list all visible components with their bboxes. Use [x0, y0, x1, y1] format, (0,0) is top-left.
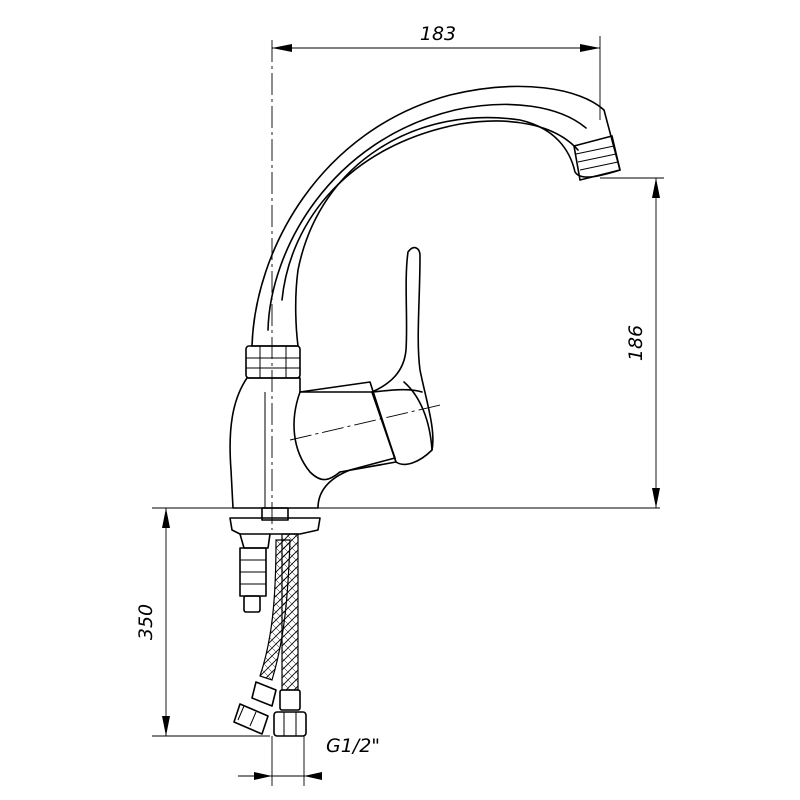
spout-nut: [245, 345, 301, 379]
dimension-thread: G1/2": [238, 735, 380, 786]
mounting-bracket: [229, 507, 321, 549]
dimension-hose-length-label: 350: [135, 604, 157, 640]
braided-hose-left: [259, 539, 291, 681]
dimension-height-label: 186: [625, 325, 647, 361]
spout: [251, 85, 621, 347]
dimension-hose-length: 350: [135, 508, 270, 737]
faucet-body: [229, 377, 397, 509]
dimension-width: 183: [272, 23, 601, 120]
hose-fitting-right: [273, 689, 307, 737]
hose-fitting-left: [233, 681, 277, 735]
lever-handle: [371, 246, 434, 466]
dimension-thread-label: G1/2": [326, 735, 380, 757]
cartridge-centerline: [289, 404, 441, 441]
dimension-width-label: 183: [420, 23, 456, 45]
threaded-stud: [239, 547, 267, 613]
dimension-height: 186: [600, 177, 664, 508]
